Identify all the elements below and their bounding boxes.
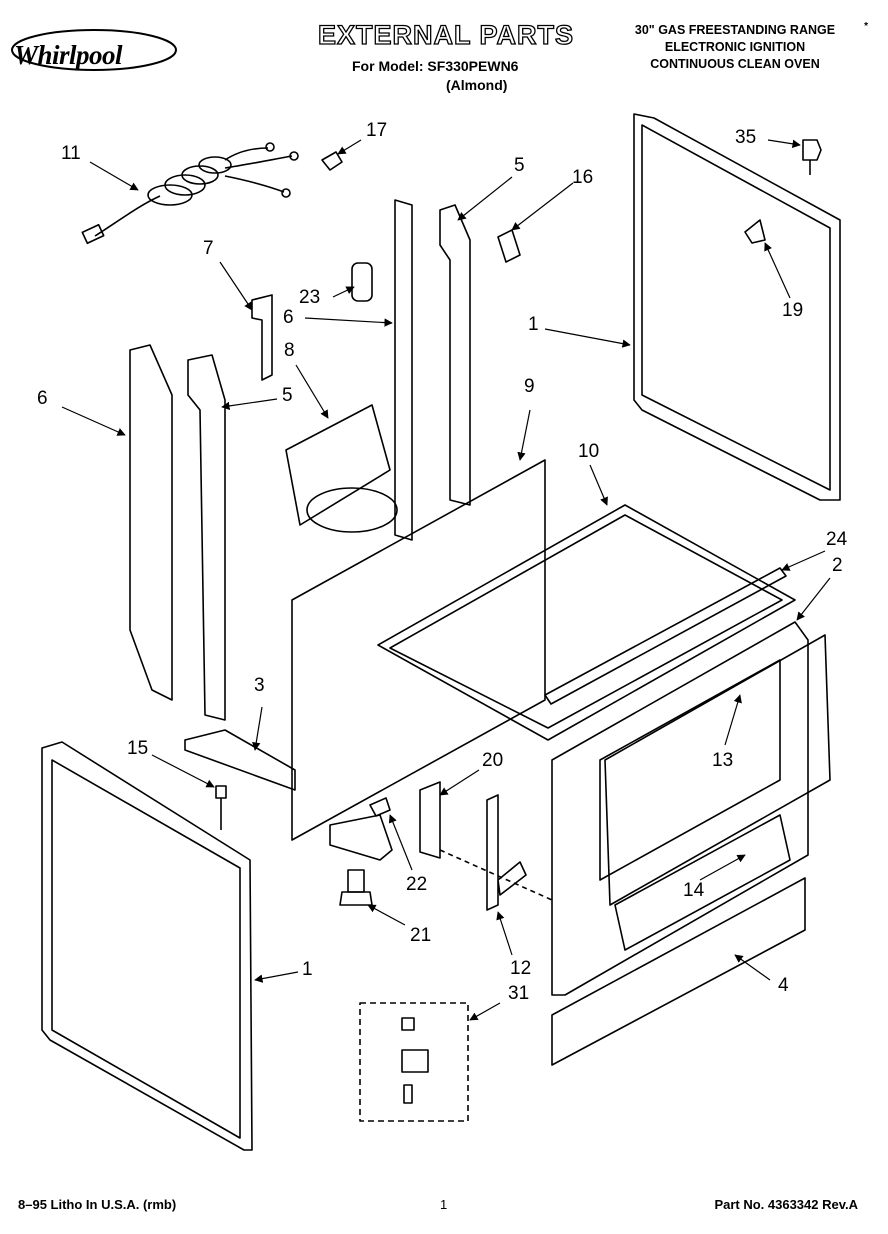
callout-15: 15 (127, 738, 149, 759)
callout-21: 21 (410, 925, 432, 946)
callout-14: 14 (683, 880, 705, 901)
callout-12: 12 (510, 958, 532, 979)
callout-1-left: 1 (302, 959, 313, 980)
door-gasket-part (604, 634, 831, 906)
power-cord-part (81, 142, 299, 245)
clip-22-part (369, 797, 391, 817)
callout-6-left: 6 (37, 388, 48, 409)
back-panel-part (291, 459, 546, 841)
mount-bracket-part (497, 229, 521, 263)
color-line: (Almond) (446, 77, 508, 93)
page-number: 1 (440, 1197, 448, 1212)
leveling-leg-part (339, 869, 373, 906)
callout-11: 11 (61, 143, 81, 164)
callout-7: 7 (203, 238, 214, 259)
callout-3: 3 (254, 675, 265, 696)
lower-rail-part (329, 814, 393, 861)
callout-1-right: 1 (528, 314, 539, 335)
callout-31: 31 (508, 983, 530, 1004)
part-number: Part No. 4363342 Rev.A (714, 1197, 858, 1212)
bottom-bracket-part (184, 729, 296, 791)
side-post-6-left (129, 344, 173, 701)
callout-10: 10 (578, 441, 600, 462)
front-frame-part (551, 621, 809, 996)
callout-5-top: 5 (514, 155, 525, 176)
pin-part (351, 262, 373, 302)
product-description: 30" GAS FREESTANDING RANGE ELECTRONIC IG… (610, 21, 868, 73)
trim-strip-part (544, 567, 787, 705)
desc-line-2: ELECTRONIC IGNITION (664, 40, 806, 54)
side-panel-left (41, 741, 253, 1151)
litho-note: 8–95 Litho In U.S.A. (rmb) (18, 1197, 177, 1212)
callout-9: 9 (524, 376, 535, 397)
bracket-clip-part (744, 219, 766, 244)
lower-gasket-part (614, 814, 791, 951)
desc-line-3: CONTINUOUS CLEAN OVEN (650, 57, 820, 71)
callout-5-left: 5 (282, 385, 293, 406)
rear-post-6-upper (394, 199, 413, 541)
callout-4: 4 (778, 975, 789, 996)
kick-panel-part (551, 877, 806, 1066)
callout-19: 19 (782, 300, 804, 321)
bracket-20-part (419, 781, 441, 859)
callout-24: 24 (826, 529, 848, 550)
callout-22: 22 (406, 874, 428, 895)
side-panel-right (633, 113, 841, 501)
model-line: For Model: SF330PEWN6 (352, 58, 519, 74)
callout-6-upper: 6 (283, 307, 294, 328)
screw-15-part (215, 785, 227, 830)
desc-line-1: 30" GAS FREESTANDING RANGE (634, 23, 836, 37)
whirlpool-logo (11, 29, 177, 71)
callout-23: 23 (299, 287, 321, 308)
callout-16: 16 (572, 167, 594, 188)
flue-duct-part (285, 404, 398, 533)
callout-8: 8 (284, 340, 295, 361)
callout-35: 35 (735, 127, 757, 148)
callout-20: 20 (482, 750, 504, 771)
bracket-7-part (251, 294, 273, 381)
asterisk-mark: * (864, 21, 868, 32)
rear-post-5-upper (439, 204, 471, 506)
hardware-kit-box (359, 1002, 469, 1122)
callout-17: 17 (366, 120, 388, 141)
callout-13: 13 (712, 750, 734, 771)
top-cover-part (377, 504, 796, 741)
page-title: EXTERNAL PARTS (317, 19, 575, 50)
side-post-5-left (187, 354, 226, 721)
screw-part (802, 139, 822, 175)
brand-name: Whirlpool (14, 40, 123, 70)
callout-2: 2 (832, 555, 843, 576)
hinge-part (486, 794, 527, 911)
clip-part (321, 151, 343, 171)
